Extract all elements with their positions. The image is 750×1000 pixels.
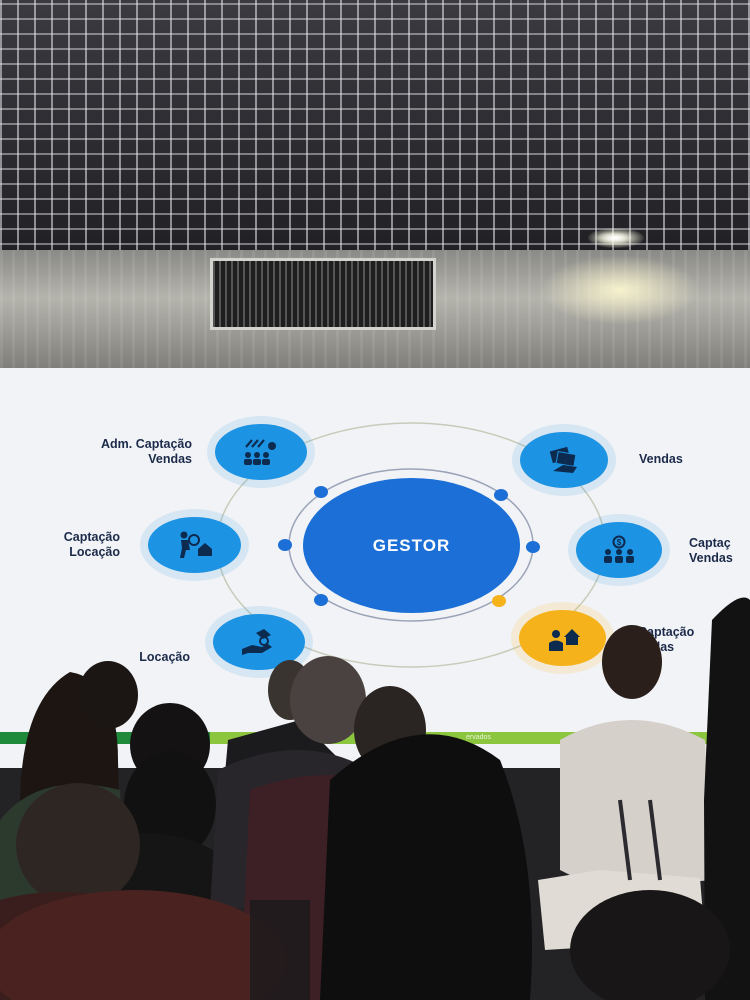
- air-vent: [210, 258, 436, 330]
- center-title: GESTOR: [372, 535, 451, 555]
- label-line: Captação: [63, 530, 120, 544]
- ring-dot-highlight: [492, 595, 506, 607]
- label-line: Locação: [69, 545, 120, 559]
- team-hands-icon: [244, 439, 276, 465]
- label-line: Vendas: [639, 452, 683, 466]
- person-house-search-icon: [179, 531, 212, 558]
- node-label-captacao-vendas: Captaç Vendas: [689, 536, 750, 566]
- node-captacao-vendas: $: [576, 522, 662, 578]
- node-label-captacao-locacao: Captação Locação: [20, 530, 120, 560]
- hand-key-icon: [242, 629, 272, 655]
- slide-footer-text: ervados: [466, 734, 491, 741]
- ceiling-light-core: [596, 232, 632, 244]
- wall-light-glow: [540, 255, 700, 325]
- label-line: Locação: [139, 650, 190, 664]
- label-line: Vendas: [148, 452, 192, 466]
- dollar-group-icon: $: [604, 535, 634, 563]
- node-vendas: [520, 432, 608, 488]
- label-line: Captaç: [689, 536, 731, 550]
- ring-dot: [314, 486, 328, 498]
- node-label-locacao: Locação: [90, 650, 190, 665]
- node-label-adm-captacao-vendas: Adm. Captação Vendas: [40, 437, 192, 467]
- label-line: Adm. Captação: [101, 437, 192, 451]
- node-adm-captacao-vendas: [215, 424, 307, 480]
- node-label-vendas: Vendas: [639, 452, 739, 467]
- ring-dot: [314, 594, 328, 606]
- ring-dot: [526, 541, 540, 553]
- money-hand-icon: [549, 446, 577, 473]
- ceiling-grid: [0, 0, 750, 260]
- label-line: Vendas: [689, 551, 733, 565]
- person-house-icon: [548, 629, 580, 651]
- ring-dot: [278, 539, 292, 551]
- ring-dot: [494, 489, 508, 501]
- center-gestor-circle: GESTOR: [303, 478, 520, 613]
- svg-text:$: $: [617, 538, 622, 547]
- node-captacao-vendas-highlighted: [519, 610, 606, 666]
- node-captacao-locacao: [148, 517, 241, 573]
